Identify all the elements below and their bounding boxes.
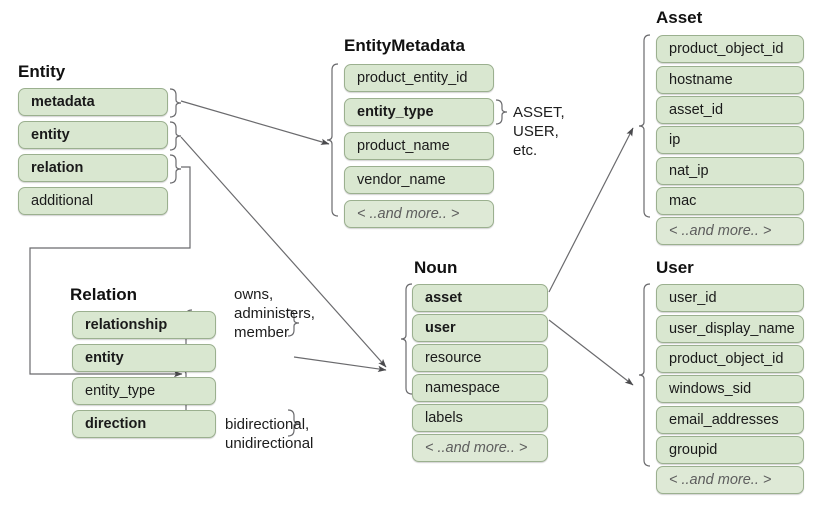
field-noun-and-more[interactable]: < ..and more.. > [412, 434, 548, 462]
field-entity-additional[interactable]: additional [18, 187, 168, 215]
field-noun-namespace[interactable]: namespace [412, 374, 548, 402]
field-user-and-more[interactable]: < ..and more.. > [656, 466, 804, 494]
line-metadata-to-entitymetadata [180, 100, 330, 145]
field-noun-asset[interactable]: asset [412, 284, 548, 312]
group-title-entity-metadata: EntityMetadata [344, 36, 465, 55]
field-asset-mac[interactable]: mac [656, 187, 804, 215]
bracket-noun-left [400, 283, 413, 395]
field-relation-direction[interactable]: direction [72, 410, 216, 438]
bracket-asset-left [638, 34, 651, 218]
field-noun-user[interactable]: user [412, 314, 548, 342]
field-relation-relationship[interactable]: relationship [72, 311, 216, 339]
field-asset-nat-ip[interactable]: nat_ip [656, 157, 804, 185]
field-user-windows-sid[interactable]: windows_sid [656, 375, 804, 403]
field-noun-labels[interactable]: labels [412, 404, 548, 432]
field-entity-relation[interactable]: relation [18, 154, 168, 182]
field-user-email-addresses[interactable]: email_addresses [656, 406, 804, 434]
brace-entity-entity [169, 121, 182, 151]
group-title-relation: Relation [70, 285, 138, 304]
field-em-product-name[interactable]: product_name [344, 132, 494, 160]
group-title-entity: Entity [18, 62, 66, 81]
annotation-direction-values: bidirectional, unidirectional [225, 416, 314, 452]
field-asset-hostname[interactable]: hostname [656, 66, 804, 94]
brace-entitytype [495, 99, 508, 125]
bracket-entitymetadata-left [326, 63, 339, 217]
annotation-entity-type-values: ASSET, USER, etc. [513, 104, 565, 159]
field-em-entity-type[interactable]: entity_type [344, 98, 494, 126]
field-asset-asset-id[interactable]: asset_id [656, 96, 804, 124]
field-user-groupid[interactable]: groupid [656, 436, 804, 464]
field-asset-ip[interactable]: ip [656, 126, 804, 154]
field-user-product-object-id[interactable]: product_object_id [656, 345, 804, 373]
field-entity-entity[interactable]: entity [18, 121, 168, 149]
brace-entity-relation [169, 154, 182, 184]
group-title-asset: Asset [656, 8, 703, 27]
bracket-user-left [638, 283, 651, 467]
field-relation-entity[interactable]: entity [72, 344, 216, 372]
field-user-user-display-name[interactable]: user_display_name [656, 315, 804, 343]
line-relationentity-to-noun [293, 356, 387, 373]
group-title-noun: Noun [414, 258, 458, 277]
field-em-vendor-name[interactable]: vendor_name [344, 166, 494, 194]
field-relation-entity-type[interactable]: entity_type [72, 377, 216, 405]
line-noun-user-to-user [548, 319, 634, 386]
field-asset-and-more[interactable]: < ..and more.. > [656, 217, 804, 245]
field-asset-product-object-id[interactable]: product_object_id [656, 35, 804, 63]
group-title-user: User [656, 258, 694, 277]
field-entity-metadata[interactable]: metadata [18, 88, 168, 116]
field-user-user-id[interactable]: user_id [656, 284, 804, 312]
brace-entity-metadata [169, 88, 182, 118]
field-em-product-entity-id[interactable]: product_entity_id [344, 64, 494, 92]
annotation-relationship-values: owns, administers, member [234, 286, 315, 341]
field-noun-resource[interactable]: resource [412, 344, 548, 372]
field-em-and-more[interactable]: < ..and more.. > [344, 200, 494, 228]
